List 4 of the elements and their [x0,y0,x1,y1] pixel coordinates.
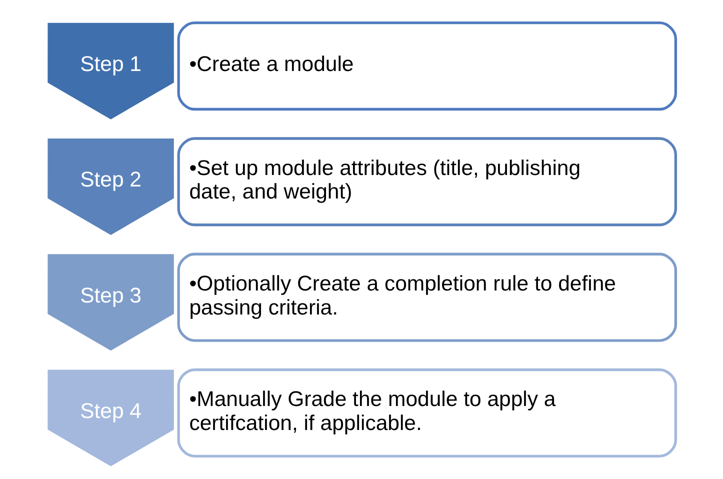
node-box: •Set up module attributes (title, publishing date, and weight) [176,137,677,226]
node-box: •Optionally Create a completion rule to define passing criteria. [176,252,677,342]
node-box: •Manually Grade the module to apply a certifcation, if applicable. [176,368,677,458]
node-box: •Create a module [176,22,677,111]
